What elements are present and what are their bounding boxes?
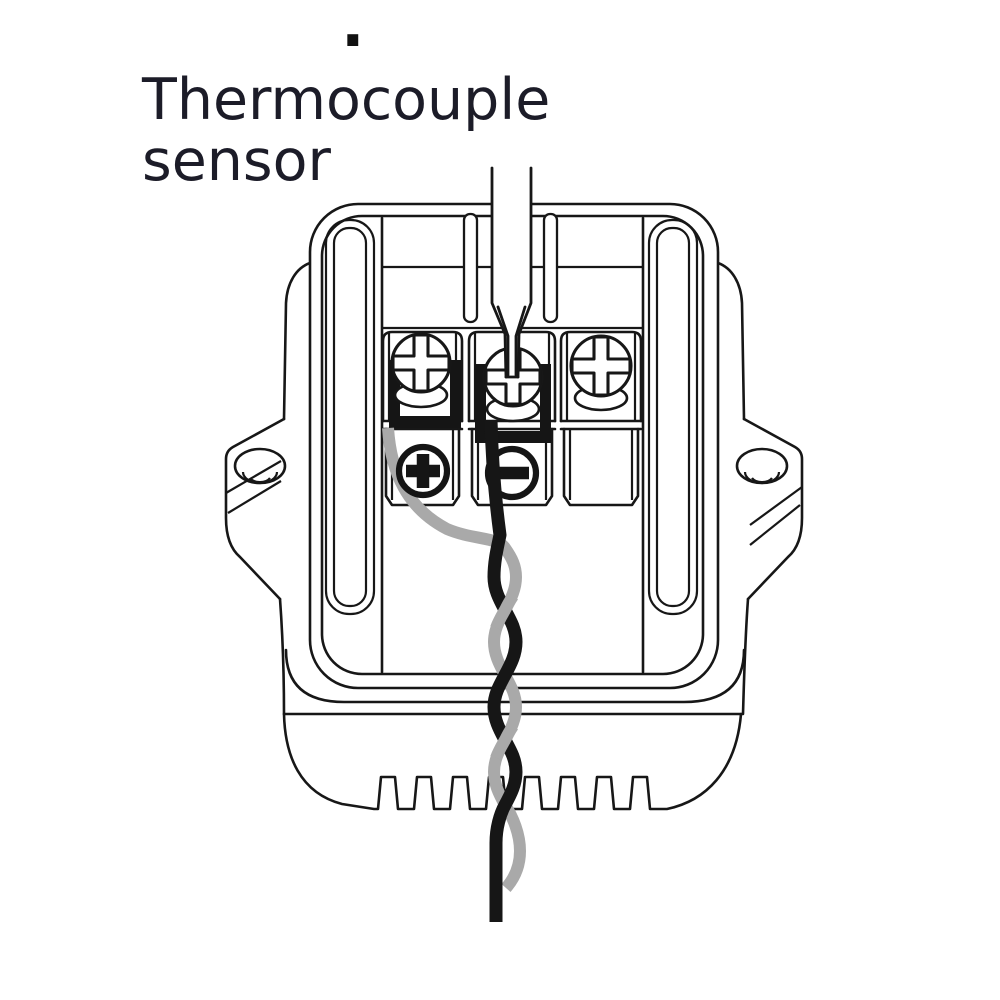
label-line-2: sensor [142,128,331,194]
body-top-right-curve [716,261,746,421]
left-ear-outline [224,417,286,601]
right-ear-countersink-2 [751,477,773,484]
left-vent-slot [462,212,479,324]
body-top-left-curve [282,261,312,421]
terminal-box-right-lower [562,427,640,507]
right-vent-slot [542,212,559,324]
right-ear-outline [742,417,804,601]
left-side-channel-inner [332,226,368,608]
left-ear-bevel-2 [227,480,282,514]
left-screw-cross-slot [391,333,451,393]
terminal-box-left-upper [381,330,464,423]
wire-braid-crossover-2 [490,722,519,761]
screwdriver-blade-face-right [514,305,527,377]
positive-terminal-badge [395,443,451,499]
negative-symbol-bar [495,466,529,480]
right-ear-bevel-1 [749,486,803,526]
body-left-side [278,597,286,716]
left-mounting-ear [224,417,287,601]
left-ear-bevel-1 [225,460,282,494]
middle-terminal-clamp [475,364,551,443]
base-seam-upper [284,648,746,704]
left-side-channel-outer [324,218,376,616]
terminal-screw-right[interactable] [569,334,633,412]
positive-symbol-vbar [416,454,430,488]
terminal-compartment-panel [324,212,699,674]
screwdriver-right-edge [516,166,533,379]
right-ear-bevel-2 [749,504,801,546]
right-side-channel-inner [655,226,691,608]
screwdriver-blade-face-left [496,305,510,377]
terminal-screw-left[interactable] [390,332,452,409]
wire-braid-crossover-1 [490,592,519,631]
right-ear-screw-hole [735,447,789,485]
terminal-box-right-upper-inner [565,332,637,421]
terminal-box-right-lower-inner [568,429,634,500]
terminal-box-middle-lower [470,427,554,507]
screwdriver[interactable] [490,166,533,379]
right-mounting-ear [735,417,804,601]
terminal-box-right-mid [559,419,643,431]
terminal-box-right-upper [559,330,643,423]
right-screw-cross-slot [570,335,632,397]
label-line-1: Thermocouple [142,67,551,133]
terminal-box-right [559,330,643,507]
black-thermocouple-wire [484,419,523,922]
left-ear-screw-hole [233,447,287,485]
screwdriver-left-edge [490,166,508,379]
right-side-channel-outer [647,218,699,616]
left-ear-countersink-2 [249,477,271,484]
stray-period-mark: . [341,0,365,61]
